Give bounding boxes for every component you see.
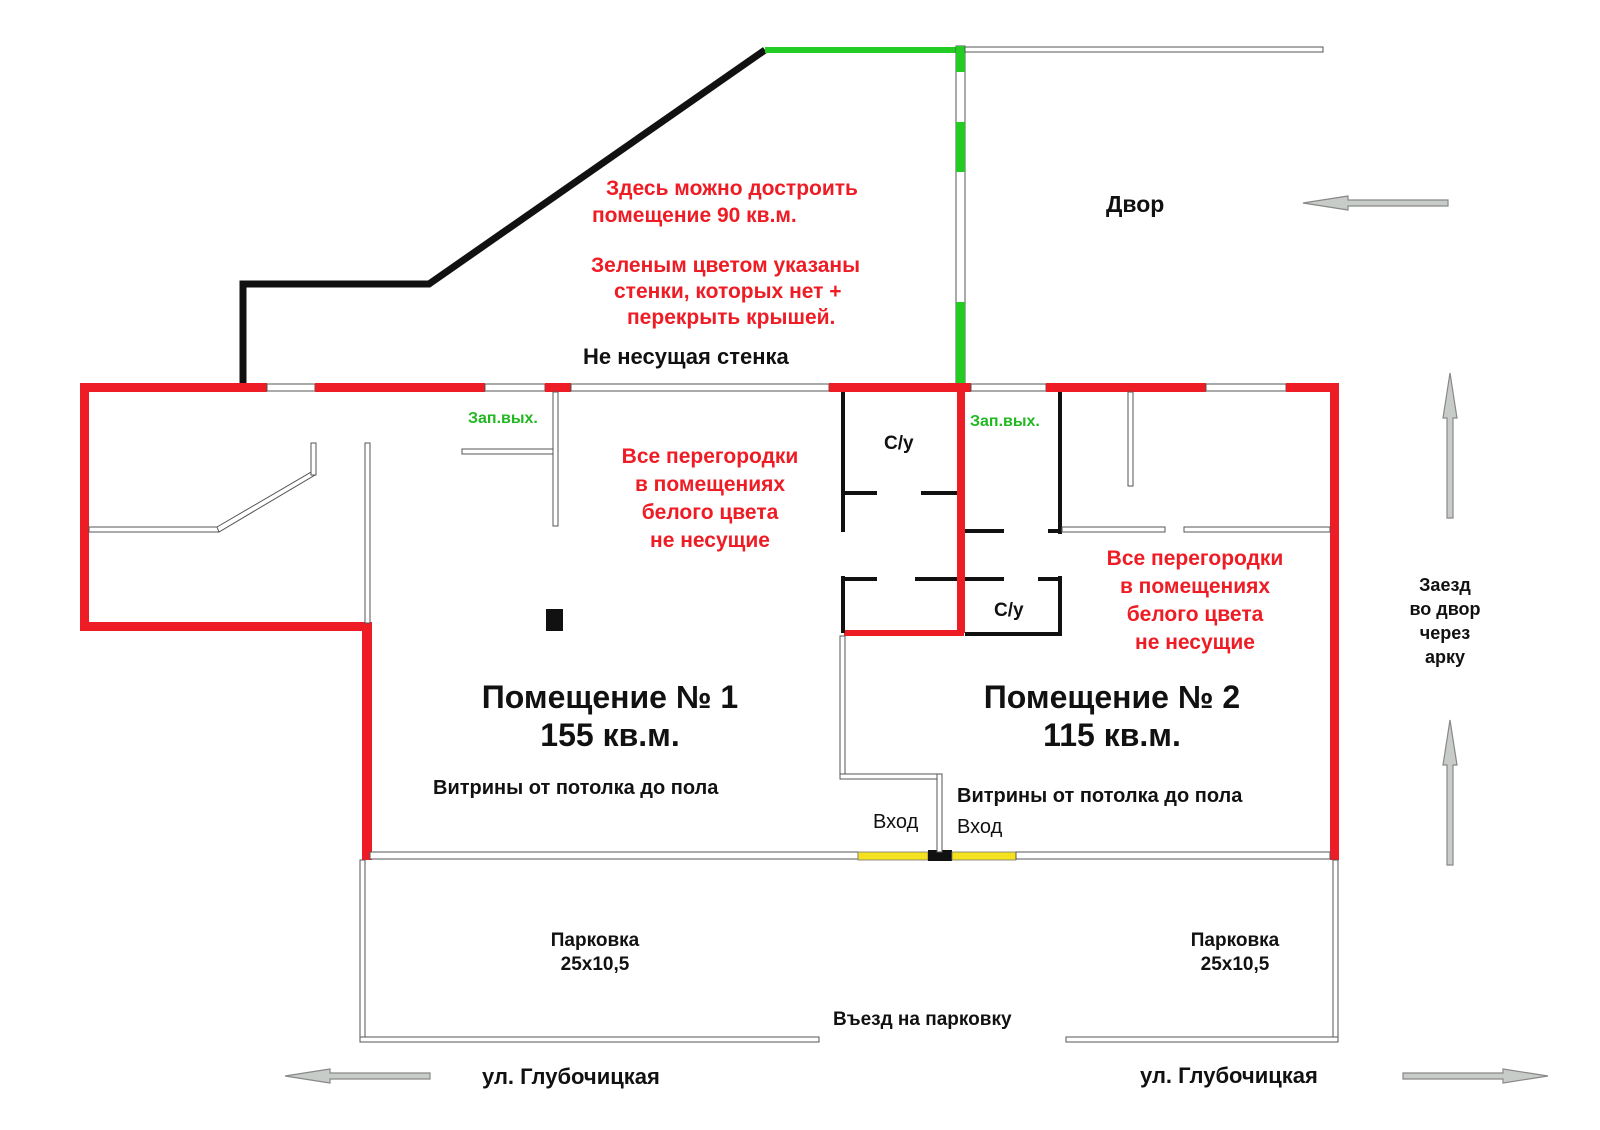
partition: [839, 635, 846, 780]
parking-label: Парковка: [550, 930, 640, 951]
extension-outline-wall: [239, 47, 768, 386]
left-lower-wall: [80, 622, 372, 631]
middle-bearing-wall: [957, 383, 965, 633]
wc-label: С/у: [884, 433, 914, 454]
extension-note-line1: Здесь можно достроить: [606, 177, 858, 200]
partitions-note-room2: Все перегородки в помещениях белого цвет…: [1075, 545, 1315, 657]
parking-front-boundary: [1065, 1036, 1339, 1043]
room-area: 115 кв.м.: [1043, 717, 1181, 753]
arrow-right-icon: [1402, 1068, 1549, 1084]
entrance-label: Вход: [957, 816, 1003, 838]
yard-entry-line: через: [1419, 623, 1471, 643]
top-wall-exit: [970, 383, 1047, 392]
partition: [552, 391, 559, 527]
arrow-up-icon: [1442, 719, 1458, 866]
yard-entry-note: Заезд во двор через арку: [1390, 573, 1500, 669]
yard-entry-line: во двор: [1409, 599, 1481, 619]
street-label: ул. Глубочицкая: [482, 1064, 660, 1089]
entrance-marker: [857, 851, 929, 861]
room-area: 155 кв.м.: [540, 717, 680, 753]
parking-front-boundary: [359, 1036, 820, 1043]
parking-1: Парковка 25х10,5: [520, 929, 670, 977]
partition: [936, 773, 943, 853]
non-bearing-wall: [570, 383, 830, 392]
parking-right-boundary: [1332, 859, 1339, 1043]
extension-note-line2: помещение 90 кв.м.: [592, 204, 797, 227]
missing-wall-segment: [956, 302, 965, 386]
yard-entry-line: Заезд: [1419, 575, 1471, 595]
partitions-note-room1: Все перегородки в помещениях белого цвет…: [590, 443, 830, 555]
entrance-marker: [951, 851, 1017, 861]
top-wall-window: [1205, 383, 1287, 392]
partition: [88, 526, 220, 533]
green-walls-note-line1: Зеленым цветом указаны: [591, 254, 861, 277]
partitions-note-line: в помещениях: [1119, 575, 1271, 598]
partition: [1127, 391, 1134, 487]
street-label: ул. Глубочицкая: [1140, 1063, 1318, 1088]
room1-left-wall: [362, 622, 372, 860]
room-note: Витрины от потолка до пола: [957, 785, 1243, 807]
yard-label: Двор: [1106, 191, 1165, 217]
right-wall: [1330, 383, 1339, 860]
column: [546, 609, 563, 631]
yard-boundary: [964, 46, 1324, 53]
top-wall-red: [829, 383, 971, 392]
arrow-left-icon: [284, 1068, 431, 1084]
room-1-title: Помещение № 1 155 кв.м.: [430, 678, 790, 754]
partitions-note-line: не несущие: [650, 529, 770, 552]
yard-entry-line: арку: [1424, 647, 1466, 667]
top-wall-window: [266, 383, 316, 392]
partition: [1183, 526, 1331, 533]
room-name: Помещение № 2: [983, 679, 1241, 715]
entrance-label: Вход: [873, 811, 919, 833]
wc-label: С/у: [994, 600, 1024, 621]
left-wall: [80, 383, 89, 631]
arrow-left-icon: [1302, 195, 1449, 211]
partition: [310, 442, 317, 476]
entrance-door: [928, 850, 952, 861]
storefront-room2: [1015, 851, 1331, 860]
missing-wall-segment: [956, 46, 965, 72]
partitions-note-line: белого цвета: [1126, 603, 1264, 626]
top-wall-red: [1286, 383, 1330, 392]
room-name: Помещение № 1: [481, 679, 739, 715]
top-wall-red: [545, 383, 571, 392]
partition: [216, 470, 316, 533]
missing-wall-segment: [956, 122, 965, 172]
partition: [461, 448, 559, 455]
non-bearing-wall-label: Не несущая стенка: [583, 344, 789, 369]
parking-left-boundary: [359, 859, 366, 1043]
partitions-note-line: не несущие: [1135, 631, 1255, 654]
parking-2: Парковка 25х10,5: [1160, 929, 1310, 977]
parking-label: Парковка: [1190, 930, 1280, 951]
partition: [364, 442, 371, 624]
partitions-note-line: Все перегородки: [1106, 547, 1284, 570]
partition: [1061, 526, 1166, 533]
top-wall-red: [80, 383, 267, 392]
parking-size: 25х10,5: [560, 954, 630, 975]
green-walls-note-line3: перекрыть крышей.: [627, 306, 836, 329]
top-wall-exit: [484, 383, 546, 392]
partitions-note-line: Все перегородки: [621, 445, 799, 468]
parking-size: 25х10,5: [1200, 954, 1270, 975]
top-wall-red: [1046, 383, 1206, 392]
wc-bearing-wall: [844, 630, 964, 636]
parking-entry-label: Въезд на парковку: [833, 1009, 1012, 1030]
partitions-note-line: в помещениях: [634, 473, 786, 496]
storefront-room1: [369, 851, 859, 860]
green-walls-note-line2: стенки, которых нет +: [614, 280, 842, 303]
emergency-exit-label: Зап.вых.: [970, 413, 1040, 430]
partitions-note-line: белого цвета: [641, 501, 779, 524]
arrow-up-icon: [1442, 372, 1458, 519]
emergency-exit-label: Зап.вых.: [468, 410, 538, 427]
partition: [839, 773, 943, 780]
top-wall-red: [315, 383, 485, 392]
room-2-title: Помещение № 2 115 кв.м.: [932, 678, 1292, 754]
room-note: Витрины от потолка до пола: [433, 777, 719, 799]
